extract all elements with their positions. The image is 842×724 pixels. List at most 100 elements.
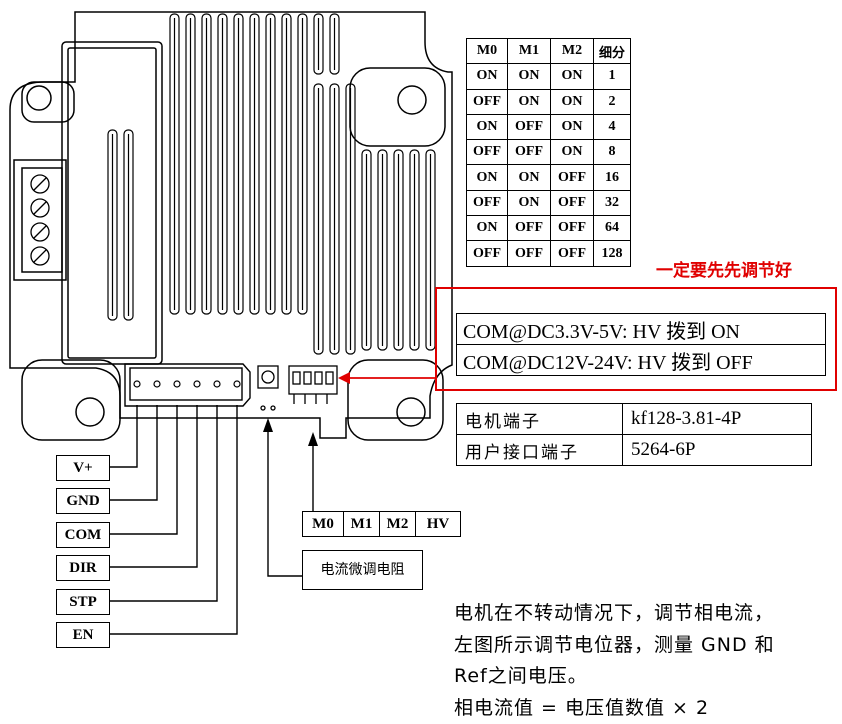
instruction-line-1: 电机在不转动情况下，调节相电流， <box>454 602 775 624</box>
table-cell: OFF <box>550 215 594 242</box>
header-m1: M1 <box>507 37 551 65</box>
mount-hole-bl <box>75 397 105 427</box>
heatsink-fin <box>409 149 420 351</box>
table-header-row: M0 M1 M2 细分 <box>466 37 631 65</box>
table-cell: 128 <box>593 240 631 267</box>
heatsink-fin <box>329 13 340 75</box>
table-cell: 32 <box>593 189 631 217</box>
connector-pin <box>173 380 181 388</box>
table-cell: ON <box>550 63 594 90</box>
hv-row-low-voltage: COM@DC3.3V-5V: HV 拨到 ON <box>456 313 826 345</box>
table-row: COM@DC3.3V-5V: HV 拨到 ON <box>456 313 826 345</box>
connector-pin <box>133 380 141 388</box>
table-cell: 1 <box>593 63 631 90</box>
heatsink-fin <box>265 13 276 315</box>
table-cell: ON <box>466 215 508 242</box>
signal-leaders <box>110 405 238 635</box>
table-cell: 64 <box>593 215 631 242</box>
table-cell: ON <box>507 63 551 90</box>
table-row: 电机端子 kf128-3.81-4P <box>456 403 812 435</box>
label-gnd: GND <box>56 488 110 514</box>
dip-label-m2: M2 <box>379 511 416 537</box>
heatsink-fins <box>107 13 436 355</box>
table-cell: ON <box>466 164 508 191</box>
connector-pin <box>213 380 221 388</box>
label-v-plus: V+ <box>56 455 110 481</box>
table-cell: 8 <box>593 139 631 166</box>
connector-pin <box>193 380 201 388</box>
header-m0: M0 <box>466 37 508 65</box>
table-cell: 4 <box>593 113 631 141</box>
table-cell: OFF <box>507 113 551 141</box>
table-cell: 2 <box>593 88 631 115</box>
instruction-line-2: 左图所示调节电位器，测量 GND 和 <box>454 634 775 656</box>
dip-label-m1: M1 <box>343 511 380 537</box>
mount-hole-tl <box>26 85 52 111</box>
hv-row-high-voltage: COM@DC12V-24V: HV 拨到 OFF <box>456 344 826 376</box>
mount-hole-br <box>396 397 426 427</box>
heatsink-fin <box>425 149 436 351</box>
terminal-value: 5264-6P <box>622 434 812 466</box>
header-m2: M2 <box>550 37 594 65</box>
table-cell: OFF <box>466 88 508 115</box>
heatsink-fin <box>233 13 244 315</box>
terminal-value: kf128-3.81-4P <box>622 403 812 435</box>
dip-arrow <box>308 432 318 446</box>
hv-setting-table: COM@DC3.3V-5V: HV 拨到 ON COM@DC12V-24V: H… <box>456 313 826 376</box>
mount-corner-tr <box>349 67 446 147</box>
heatsink-fin <box>281 13 292 315</box>
table-cell: OFF <box>466 240 508 267</box>
resistor-arrow <box>263 418 273 432</box>
heatsink-fin <box>313 83 324 355</box>
heatsink-fin <box>185 13 196 315</box>
housing-outline <box>9 11 453 439</box>
hv-highlight-box <box>435 287 837 391</box>
heatsink-fin <box>393 149 404 351</box>
terminal-name: 用户接口端子 <box>456 434 623 466</box>
table-cell: OFF <box>507 240 551 267</box>
table-cell: OFF <box>550 189 594 217</box>
label-dir: DIR <box>56 555 110 581</box>
heatsink-fin <box>345 83 356 355</box>
table-row: COM@DC12V-24V: HV 拨到 OFF <box>456 344 826 376</box>
mount-hole-tr <box>397 85 427 115</box>
connector-pins <box>133 380 241 388</box>
table-cell: ON <box>466 63 508 90</box>
table-row: 用户接口端子 5264-6P <box>456 434 812 466</box>
potentiometer <box>257 365 279 411</box>
table-cell: ON <box>550 113 594 141</box>
instruction-line-3: Ref之间电压。 <box>454 665 588 687</box>
heatsink-fin <box>169 13 180 315</box>
heatsink-fin <box>361 149 372 351</box>
user-connector <box>124 363 251 407</box>
table-cell: OFF <box>466 189 508 217</box>
current-resistor-label: 电流微调电阻 <box>302 550 423 590</box>
heatsink-fin <box>249 13 260 315</box>
table-cell: OFF <box>507 139 551 166</box>
table-cell: ON <box>550 139 594 166</box>
resistor-leader <box>267 430 302 577</box>
connector-pin <box>233 380 241 388</box>
terminal-table: 电机端子 kf128-3.81-4P 用户接口端子 5264-6P <box>456 403 812 466</box>
heatsink-fin <box>313 13 324 75</box>
mount-corner-tl <box>21 81 75 123</box>
table-cell: ON <box>550 88 594 115</box>
heatsink-fin <box>297 13 308 315</box>
mount-corner-bl <box>21 359 121 441</box>
label-stp: STP <box>56 589 110 615</box>
terminal-name: 电机端子 <box>456 403 623 435</box>
mount-corner-br <box>347 359 444 441</box>
heatsink-fin <box>377 149 388 351</box>
table-cell: OFF <box>550 240 594 267</box>
terminal-screws <box>30 174 50 266</box>
table-cell: OFF <box>507 215 551 242</box>
connector-pin <box>153 380 161 388</box>
